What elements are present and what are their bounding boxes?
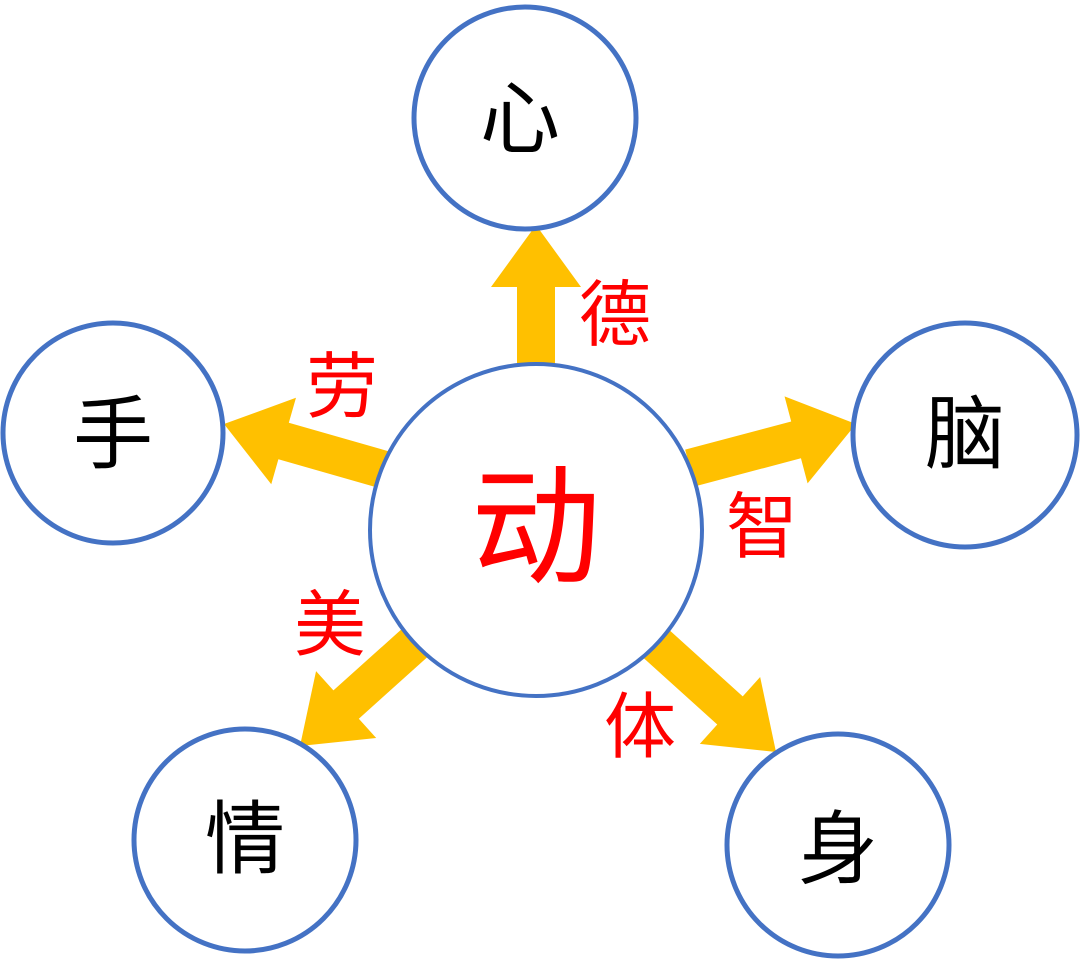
node-circle-brain <box>850 320 1080 550</box>
node-circle-emotion <box>131 726 359 954</box>
edge-label-emotion: 美 <box>293 583 367 667</box>
node-label-body: 身 <box>798 803 878 896</box>
center-circle <box>368 362 704 698</box>
edge-label-hand: 劳 <box>305 345 379 429</box>
node-label-brain: 脑 <box>925 388 1005 481</box>
edge-label-brain: 智 <box>725 485 799 569</box>
arrow-heart <box>491 225 581 365</box>
arrow-brain <box>685 396 856 487</box>
node-circle-hand <box>0 320 226 546</box>
node-circle-heart <box>411 4 639 232</box>
node-circle-body <box>724 731 952 959</box>
node-label-heart: 心 <box>480 73 560 166</box>
arrow-hand <box>224 397 391 489</box>
arrow-emotion <box>300 625 431 746</box>
center-label: 动 <box>470 452 602 604</box>
edge-label-heart: 德 <box>578 273 652 357</box>
node-label-hand: 手 <box>73 388 153 481</box>
arrow-body <box>639 625 776 752</box>
node-label-emotion: 情 <box>205 793 285 886</box>
edge-label-body: 体 <box>603 685 677 769</box>
